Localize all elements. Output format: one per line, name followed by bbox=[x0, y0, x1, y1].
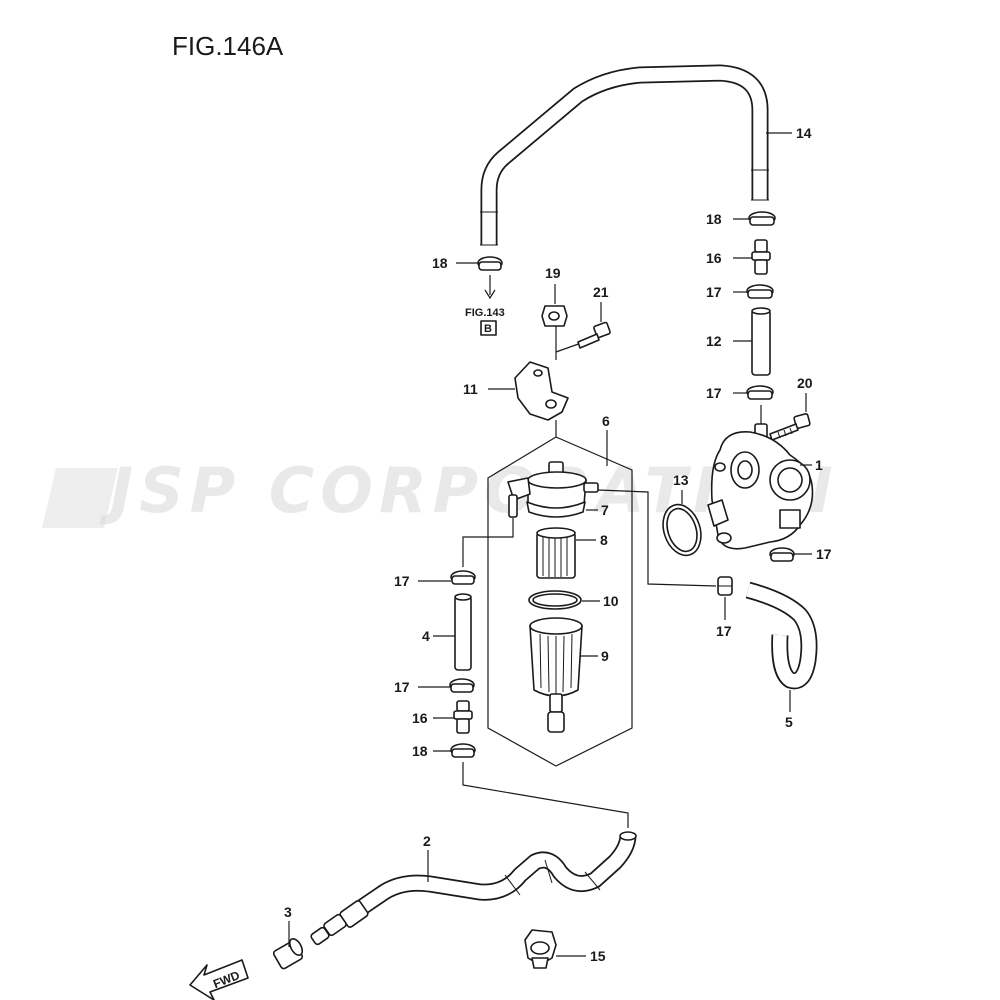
reference-figure: FIG.143 bbox=[465, 307, 505, 319]
connector-2 bbox=[310, 900, 369, 946]
clip-17-pump-outlet bbox=[769, 547, 795, 562]
fuel-pump-1 bbox=[707, 405, 814, 550]
callout-13: 13 bbox=[673, 472, 689, 488]
reference-section: B bbox=[484, 323, 492, 335]
callout-17-right-lower: 17 bbox=[706, 385, 722, 401]
callout-18-left-lower: 18 bbox=[412, 743, 428, 759]
callout-17-left-upper: 17 bbox=[394, 573, 410, 589]
o-ring-13 bbox=[662, 503, 702, 557]
fitting-16-left bbox=[453, 700, 473, 734]
nut-19 bbox=[541, 305, 568, 327]
hose-4 bbox=[454, 593, 472, 671]
callout-17-left-lower: 17 bbox=[394, 679, 410, 695]
callout-17-hose-5: 17 bbox=[716, 623, 732, 639]
callout-2: 2 bbox=[423, 833, 431, 849]
hose-2 bbox=[350, 831, 637, 920]
clip-18-top-left bbox=[477, 256, 503, 300]
callout-14: 14 bbox=[796, 125, 812, 141]
callout-12: 12 bbox=[706, 333, 722, 349]
bolt-21 bbox=[577, 321, 611, 349]
clip-18-left-lower bbox=[450, 743, 476, 758]
bolt-20 bbox=[769, 413, 811, 441]
hose-14 bbox=[480, 64, 769, 246]
callout-17-pump-outlet: 17 bbox=[816, 546, 832, 562]
callout-5: 5 bbox=[785, 714, 793, 730]
callouts: 14 18 18 16 19 21 17 12 11 17 20 6 1 13 … bbox=[284, 125, 832, 964]
clip-17-right-upper bbox=[746, 284, 774, 299]
callout-19: 19 bbox=[545, 265, 561, 281]
callout-1: 1 bbox=[815, 457, 823, 473]
callout-16-right: 16 bbox=[706, 250, 722, 266]
callout-11: 11 bbox=[463, 381, 478, 397]
callout-4: 4 bbox=[422, 628, 430, 644]
fwd-arrow-icon: FWD bbox=[189, 959, 249, 1000]
o-ring-10 bbox=[528, 590, 582, 610]
leader-lines bbox=[288, 132, 812, 957]
filter-bowl-9 bbox=[529, 617, 583, 733]
hose-12 bbox=[751, 307, 771, 376]
bracket-11 bbox=[514, 320, 585, 437]
figure-title: FIG.146A bbox=[172, 31, 284, 61]
fitting-16-right bbox=[751, 239, 771, 275]
callout-10: 10 bbox=[603, 593, 619, 609]
filter-element-8 bbox=[536, 527, 576, 579]
callout-18-top-left: 18 bbox=[432, 255, 448, 271]
callout-18-right: 18 bbox=[706, 211, 722, 227]
callout-3: 3 bbox=[284, 904, 292, 920]
callout-20: 20 bbox=[797, 375, 813, 391]
hose-5 bbox=[745, 581, 818, 690]
callout-21: 21 bbox=[593, 284, 609, 300]
clip-18-right bbox=[748, 211, 776, 226]
cap-3 bbox=[272, 938, 304, 970]
figure-reference: FIG.143 B bbox=[465, 307, 505, 336]
callout-9: 9 bbox=[601, 648, 609, 664]
callout-17-right-upper: 17 bbox=[706, 284, 722, 300]
callout-15: 15 bbox=[590, 948, 606, 964]
clip-17-left-upper bbox=[450, 570, 476, 585]
callout-8: 8 bbox=[600, 532, 608, 548]
callout-6: 6 bbox=[602, 413, 610, 429]
clip-17-hose-5 bbox=[717, 576, 733, 596]
callout-16-left: 16 bbox=[412, 710, 428, 726]
clamp-15 bbox=[524, 929, 557, 969]
callout-7: 7 bbox=[601, 502, 609, 518]
filter-cap-7 bbox=[507, 461, 599, 518]
assembly-6-outline bbox=[487, 436, 633, 767]
clip-17-right-lower bbox=[746, 385, 774, 400]
clip-17-left-lower bbox=[449, 678, 475, 693]
